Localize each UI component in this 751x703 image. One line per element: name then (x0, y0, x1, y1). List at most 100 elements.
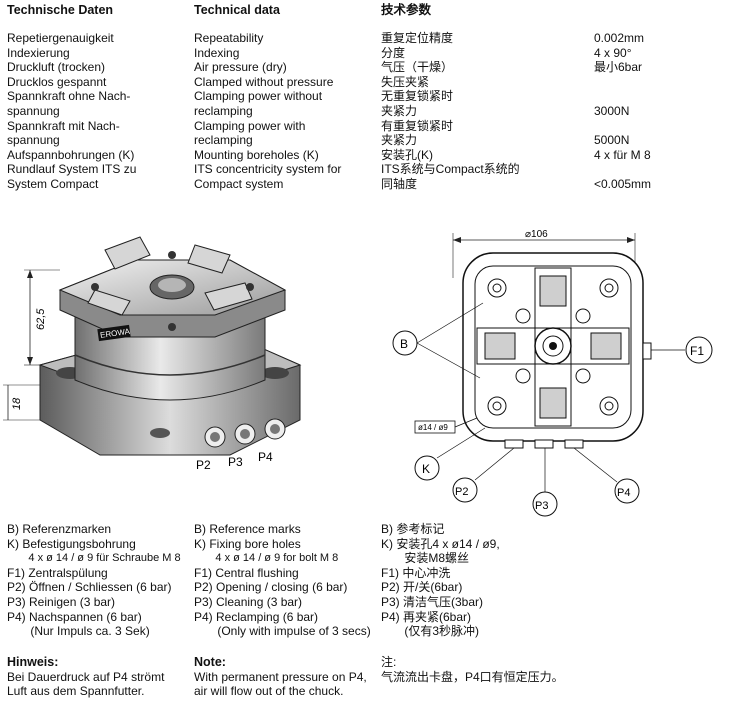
legend-de-item: 4 x ø 14 / ø 9 für Schraube M 8 (7, 552, 181, 565)
spec-de-item: Drucklos gespannt (7, 74, 107, 89)
spec-zh-item: 有重复锁紧时 (381, 118, 454, 133)
spec-zh-item: 夹紧力 (381, 103, 418, 118)
note-de-line: Luft aus dem Spannfutter. (7, 684, 145, 699)
legend-zh-item: 安装M8螺丝 (381, 551, 470, 566)
spec-de-item: Spannkraft ohne Nach- (7, 89, 131, 104)
spec-value: 4 x für M 8 (594, 147, 651, 162)
legend-en-item: F1) Central flushing (194, 565, 299, 580)
spec-value: <0.005mm (594, 176, 652, 191)
spec-value: 3000N (594, 103, 630, 118)
callout-k-label: K (422, 462, 430, 476)
bolt-hole (599, 278, 619, 298)
callout-k (414, 455, 440, 481)
legend-de-item: P2) Öffnen / Schliessen (6 bar) (7, 580, 172, 595)
header-zh: 技术参数 (381, 3, 432, 17)
bolt-hole (599, 396, 619, 416)
spec-value: 5000N (594, 133, 630, 148)
spec-value (594, 119, 651, 134)
legend-en-item: P2) Opening / closing (6 bar) (194, 580, 348, 595)
spec-en-item: Indexing (194, 45, 240, 60)
spec-en-item: Clamping power with (194, 118, 306, 133)
legend-zh-item: (仅有3秒脉冲) (381, 624, 480, 639)
legend-de: B) Referenzmarken K) Befestigungsbohrung… (7, 522, 181, 639)
note-en-line: air will flow out of the chuck. (194, 684, 344, 699)
spec-en-item: Clamped without pressure (194, 74, 334, 89)
note-de-line: Bei Dauerdruck auf P4 strömt (7, 669, 165, 684)
spec-list-en: Repeatability Indexing Air pressure (dry… (194, 31, 341, 192)
spec-value (594, 75, 651, 90)
spec-zh-item: 同轴度 (381, 176, 418, 191)
spec-de-item: spannung (7, 103, 60, 118)
legend-zh-item: K) 安装孔4 x ø14 / ø9, (381, 536, 500, 551)
spec-value (594, 162, 651, 177)
legend-en-item: K) Fixing bore holes (194, 536, 301, 551)
bolt-hole (487, 396, 507, 416)
spec-zh-item: ITS系统与Compact系统的 (381, 162, 520, 177)
spec-en-item: Air pressure (dry) (194, 60, 287, 75)
legend-de-item: P4) Nachspannen (6 bar) (7, 609, 142, 624)
header-en: Technical data (194, 3, 280, 17)
callout-p4 (614, 478, 640, 504)
spec-zh-item: 重复定位精度 (381, 31, 454, 45)
spec-zh-item: 失压夹紧 (381, 74, 430, 89)
jaw-left (484, 332, 516, 360)
note-de: Hinweis: Bei Dauerdruck auf P4 strömt Lu… (7, 655, 164, 699)
callout-f1-label: F1 (690, 344, 704, 358)
spec-de-item: Rundlauf System ITS zu (7, 162, 137, 177)
note-zh: 注: 气流流出卡盘，P4口有恒定压力。 (381, 655, 564, 684)
spec-zh-item: 安装孔(K) (381, 147, 433, 162)
note-de-title: Hinweis: (7, 655, 59, 669)
spec-zh-item: 夹紧力 (381, 133, 418, 148)
photo-port-label: P4 (258, 450, 273, 464)
spec-en-item: reclamping (194, 103, 253, 118)
spec-zh-item: 无重复锁紧时 (381, 89, 454, 104)
jaw (104, 236, 151, 270)
spec-value: 4 x 90° (594, 45, 632, 60)
legend-zh-item: B) 参考标记 (381, 522, 445, 536)
legend-zh-item: P3) 清洁气压(3bar) (381, 594, 484, 609)
callout-p4-label: P4 (617, 487, 630, 499)
spec-value (594, 89, 651, 104)
legend-zh-item: F1) 中心冲洗 (381, 565, 451, 580)
legend-en-item: P4) Reclamping (6 bar) (194, 609, 319, 624)
legend-en-item: (Only with impulse of 3 secs) (194, 624, 371, 639)
spec-zh-item: 分度 (381, 45, 406, 60)
spec-value: 0.002mm (594, 31, 645, 45)
brand-plate (97, 324, 131, 342)
callout-f1 (685, 336, 713, 364)
spec-de-item: Druckluft (trocken) (7, 60, 106, 75)
spec-en-item: Repeatability (194, 31, 264, 45)
jaw (87, 289, 131, 316)
callout-b (392, 330, 418, 356)
legend-en: B) Reference marks K) Fixing bore holes … (194, 522, 371, 639)
callout-b-label: B (400, 337, 408, 351)
spec-en-item: Clamping power without (194, 89, 323, 104)
chuck-top-view-drawing: ⌀106 ø14 / ø9 B F1 K P2 P3 P4 (392, 229, 713, 517)
spec-en-item: ITS concentricity system for (194, 162, 342, 177)
legend-en-item: P3) Cleaning (3 bar) (194, 594, 303, 609)
spec-en-item: reclamping (194, 133, 253, 148)
base-hole (261, 367, 289, 379)
spec-values: 0.002mm 4 x 90° 最小6bar 3000N 5000N 4 x f… (594, 31, 651, 192)
brand-label: EROWA (100, 327, 132, 340)
bore-label: ø14 / ø9 (418, 423, 448, 432)
spec-de-item: Spannkraft mit Nach- (7, 118, 120, 133)
note-zh-line: 气流流出卡盘，P4口有恒定压力。 (381, 669, 564, 684)
spec-zh-item: 气压（干燥） (381, 60, 454, 75)
legend-de-item: K) Befestigungsbohrung (7, 536, 136, 551)
spec-list-de: Repetiergenauigkeit Indexierung Druckluf… (7, 31, 136, 192)
spec-de-item: spannung (7, 133, 60, 148)
legend-de-item: F1) Zentralspülung (7, 565, 108, 580)
photo-port-label: P2 (196, 458, 211, 472)
legend-en-item: 4 x ø 14 / ø 9 for bolt M 8 (194, 552, 339, 565)
header-de: Technische Daten (7, 3, 114, 17)
jaw (187, 244, 231, 274)
callout-p2 (452, 477, 478, 503)
base-hole (150, 428, 170, 438)
jaw (204, 282, 253, 311)
note-en-line: With permanent pressure on P4, (194, 669, 367, 684)
legend-zh: B) 参考标记 K) 安装孔4 x ø14 / ø9, 安装M8螺丝 F1) 中… (381, 522, 500, 639)
legend-de-item: (Nur Impuls ca. 3 Sek) (7, 624, 150, 639)
note-en: Note: With permanent pressure on P4, air… (194, 655, 367, 699)
note-zh-title: 注: (381, 655, 397, 669)
